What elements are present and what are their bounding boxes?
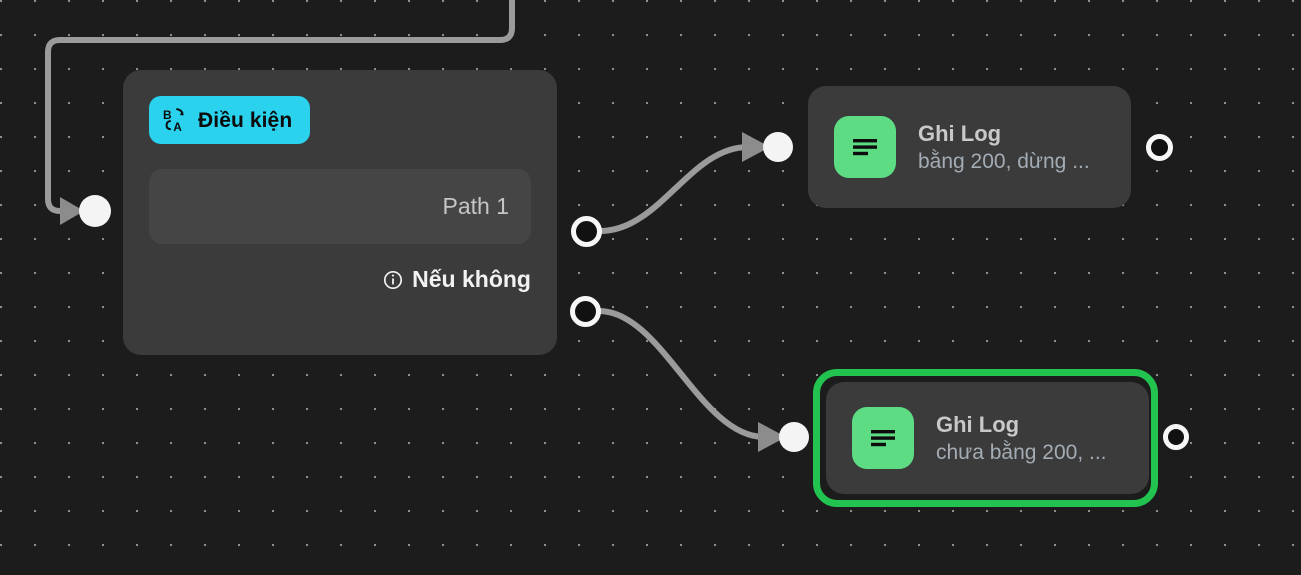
condition-node[interactable]: B A Điều kiện Path 1 Nếu không [123,70,557,355]
info-circle-icon [383,270,403,290]
translate-branch-icon: B A [163,107,189,134]
log-node-2-output-handle[interactable] [1163,424,1189,450]
log-node-2-subtitle: chưa bằng 200, ... [936,440,1107,464]
condition-path-value: Path 1 [442,193,510,219]
log-node-1-subtitle: bằng 200, dừng ... [918,149,1090,173]
log-node-2-title: Ghi Log [936,411,1020,437]
condition-else-row[interactable]: Nếu không [149,266,531,293]
edge-else-to-log2 [596,308,767,440]
svg-text:B: B [163,108,172,122]
log-node-2-input-handle[interactable] [779,422,809,452]
log-lines-icon [834,116,896,178]
condition-output-handle-else[interactable] [570,296,601,327]
condition-type-chip[interactable]: B A Điều kiện [149,96,311,144]
svg-text:A: A [173,120,182,133]
condition-chip-label: Điều kiện [198,108,293,132]
log-lines-icon [852,407,914,469]
edge-path1-to-log1 [597,144,751,234]
log-node-2-text: Ghi Log chưa bằng 200, ... [936,412,1107,465]
condition-else-label: Nếu không [412,266,531,292]
condition-path-field[interactable]: Path 1 [149,169,531,244]
log-node-1-title: Ghi Log [918,120,1002,146]
condition-input-handle[interactable] [79,195,111,227]
log-node-1-input-handle[interactable] [763,132,793,162]
log-node-1-output-handle[interactable] [1146,134,1173,161]
log-node-1-text: Ghi Log bằng 200, dừng ... [918,121,1090,174]
log-node-1[interactable]: Ghi Log bằng 200, dừng ... [808,86,1131,208]
log-node-2[interactable]: Ghi Log chưa bằng 200, ... [826,382,1149,494]
condition-output-handle-path-1[interactable] [571,216,602,247]
